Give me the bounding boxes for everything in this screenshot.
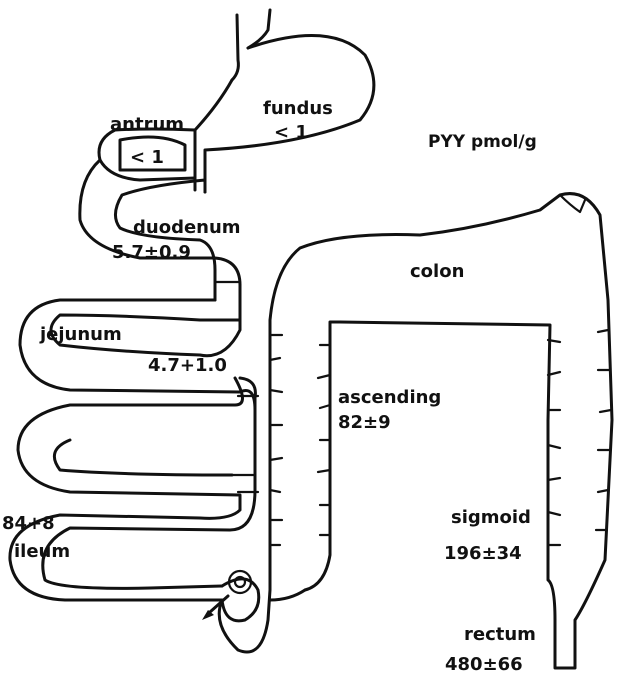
cecum-shape: [202, 555, 270, 652]
esophagus: [232, 10, 270, 80]
ileum-value: 84+8: [2, 513, 55, 534]
duodenum-value: 5.7±0.9: [112, 242, 191, 263]
jejunum-label: jejunum: [39, 324, 122, 345]
jejunum-value: 4.7+1.0: [148, 355, 227, 376]
ascending-label: ascending: [338, 387, 441, 408]
antrum-value: < 1: [130, 147, 164, 168]
colon-label: colon: [410, 261, 464, 282]
ascending-value: 82±9: [338, 412, 391, 433]
duodenum-label: duodenum: [133, 217, 241, 238]
sigmoid-value: 196±34: [444, 543, 522, 564]
ileum-shape: [10, 378, 258, 600]
rectum-value: 480±66: [445, 654, 523, 675]
rectum-label: rectum: [464, 624, 536, 645]
antrum-label: antrum: [110, 114, 184, 135]
fundus-value: < 1: [274, 122, 308, 143]
fundus-label: fundus: [263, 98, 333, 119]
ileum-label: ileum: [14, 541, 70, 562]
sigmoid-label: sigmoid: [451, 507, 531, 528]
diagram-title: PYY pmol/g: [428, 132, 537, 152]
